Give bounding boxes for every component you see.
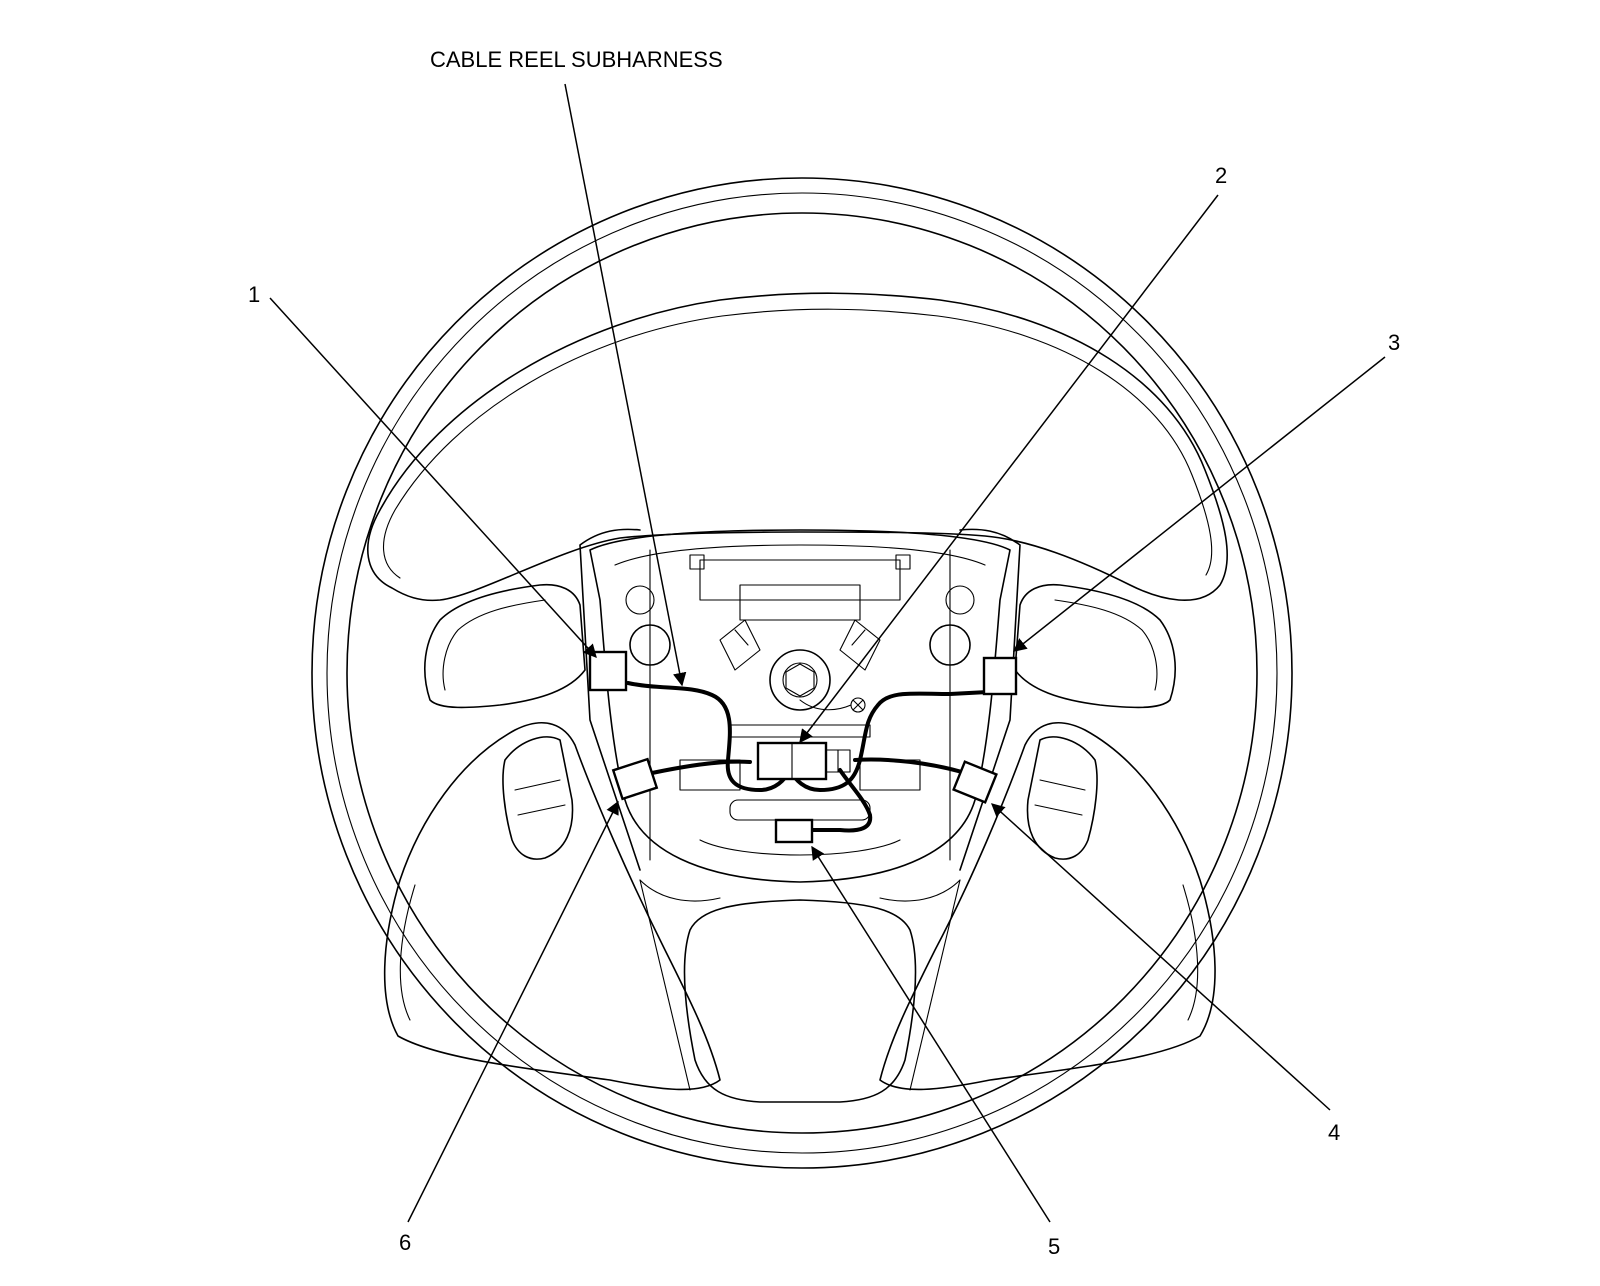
connector-6 (611, 757, 659, 801)
connector-4 (952, 760, 998, 804)
leader-3 (1012, 356, 1386, 652)
labels: CABLE REEL SUBHARNESS 1 2 3 4 5 6 (248, 47, 1400, 1259)
callout-3: 3 (1388, 330, 1400, 355)
leader-cable-reel (564, 83, 687, 687)
lower-right-opening (879, 721, 1216, 1091)
cable-reel-subharness (626, 681, 990, 833)
leader-2 (799, 194, 1219, 744)
label-cable-reel-subharness: CABLE REEL SUBHARNESS (430, 47, 723, 72)
leader-5 (811, 845, 1051, 1223)
callout-1: 1 (248, 282, 260, 307)
steering-wheel-rim (311, 177, 1293, 1169)
right-switch-pod (959, 528, 1176, 871)
connector-3 (982, 656, 1018, 696)
bottom-spoke (639, 879, 961, 1103)
leader-6 (407, 800, 619, 1223)
callout-5: 5 (1048, 1234, 1060, 1259)
connector-1 (588, 650, 628, 692)
callout-6: 6 (399, 1230, 411, 1255)
left-switch-pod (424, 528, 641, 871)
lower-left-opening (383, 721, 721, 1091)
leader-lines (269, 83, 1386, 1223)
connectors (588, 650, 1018, 844)
upper-opening (367, 292, 1229, 602)
leader-4 (990, 803, 1331, 1111)
leader-1 (269, 297, 597, 658)
connector-5 (774, 818, 814, 844)
callout-4: 4 (1328, 1120, 1340, 1145)
callout-2: 2 (1215, 163, 1227, 188)
